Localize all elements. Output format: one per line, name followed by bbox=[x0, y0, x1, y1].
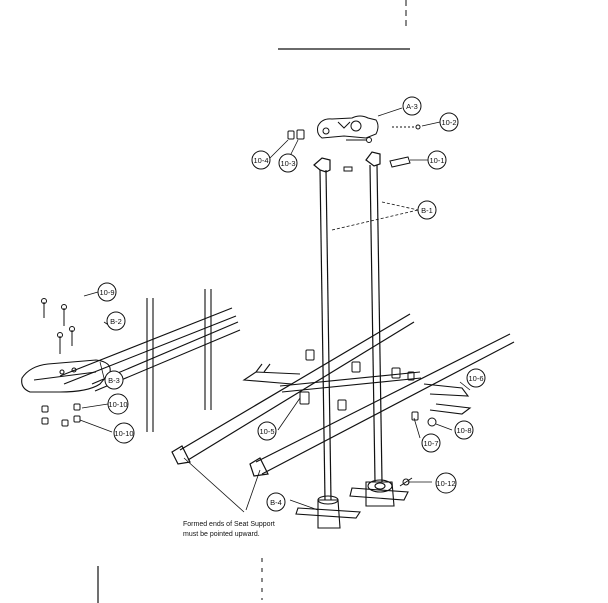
callout-10-8: 10-8 bbox=[454, 420, 474, 440]
u-bolt-10-6 bbox=[423, 383, 472, 415]
svg-text:10-10: 10-10 bbox=[108, 400, 127, 409]
svg-text:10-1: 10-1 bbox=[429, 156, 444, 165]
callout-b1: B-1 bbox=[417, 200, 437, 220]
svg-text:B-2: B-2 bbox=[110, 317, 122, 326]
svg-text:A-3: A-3 bbox=[406, 102, 418, 111]
note-line-2: must be pointed upward. bbox=[183, 531, 260, 538]
seat-b3 bbox=[21, 359, 111, 393]
callout-a3: A-3 bbox=[402, 96, 422, 116]
svg-text:10-7: 10-7 bbox=[423, 439, 438, 448]
bolts-10-9 bbox=[41, 298, 75, 354]
callout-10-4: 10-4 bbox=[251, 150, 271, 170]
nuts-10-10 bbox=[41, 403, 81, 427]
scan-marks bbox=[97, 0, 410, 603]
foot-b4-right bbox=[349, 479, 409, 507]
svg-text:10-6: 10-6 bbox=[468, 374, 483, 383]
pin-10-1 bbox=[389, 156, 411, 168]
bolt-10-2 bbox=[392, 124, 421, 130]
svg-text:10-4: 10-4 bbox=[253, 156, 268, 165]
top-bracket-a3 bbox=[317, 115, 379, 139]
bolt-upper bbox=[346, 137, 372, 143]
posts-left bbox=[146, 289, 212, 432]
callout-10-12: 10-12 bbox=[435, 472, 457, 494]
svg-text:B-4: B-4 bbox=[270, 498, 282, 507]
callout-b4: B-4 bbox=[266, 492, 286, 512]
svg-text:10-8: 10-8 bbox=[456, 426, 471, 435]
svg-text:10-2: 10-2 bbox=[441, 118, 456, 127]
svg-text:10-5: 10-5 bbox=[259, 427, 274, 436]
cross-brace bbox=[279, 371, 422, 393]
svg-text:B-3: B-3 bbox=[108, 376, 120, 385]
leg-b1-left bbox=[313, 157, 332, 501]
callout-10-10-a: 10-10 bbox=[107, 393, 129, 415]
svg-text:B-1: B-1 bbox=[421, 206, 433, 215]
callout-b3: B-3 bbox=[104, 370, 124, 390]
callout-10-7: 10-7 bbox=[421, 433, 441, 453]
callout-10-5: 10-5 bbox=[257, 421, 277, 441]
seat-support-rail-upper bbox=[171, 313, 415, 465]
leader-lines bbox=[79, 107, 471, 513]
callout-10-9: 10-9 bbox=[97, 282, 117, 302]
nuts-10-3-10-4 bbox=[287, 129, 305, 140]
svg-text:10-12: 10-12 bbox=[436, 479, 455, 488]
callout-10-2: 10-2 bbox=[439, 112, 459, 132]
svg-text:10-10: 10-10 bbox=[114, 429, 133, 438]
leg-b1-right bbox=[365, 151, 383, 483]
seat-rail-left bbox=[59, 307, 241, 392]
callout-10-10-b: 10-10 bbox=[113, 422, 135, 444]
small-pin bbox=[343, 166, 353, 172]
note-line-1: Formed ends of Seat Support bbox=[183, 521, 275, 528]
u-bolt-left bbox=[242, 363, 301, 385]
svg-text:10-3: 10-3 bbox=[280, 159, 295, 168]
callout-10-1: 10-1 bbox=[427, 150, 447, 170]
seat-support-rail-lower bbox=[249, 333, 515, 477]
svg-text:10-9: 10-9 bbox=[99, 288, 114, 297]
callout-b2: B-2 bbox=[106, 311, 126, 331]
callout-10-6: 10-6 bbox=[466, 368, 486, 388]
assembly-note: Formed ends of Seat Support must be poin… bbox=[183, 521, 275, 538]
callout-10-3: 10-3 bbox=[278, 153, 298, 173]
foot-b4-left bbox=[295, 495, 361, 529]
